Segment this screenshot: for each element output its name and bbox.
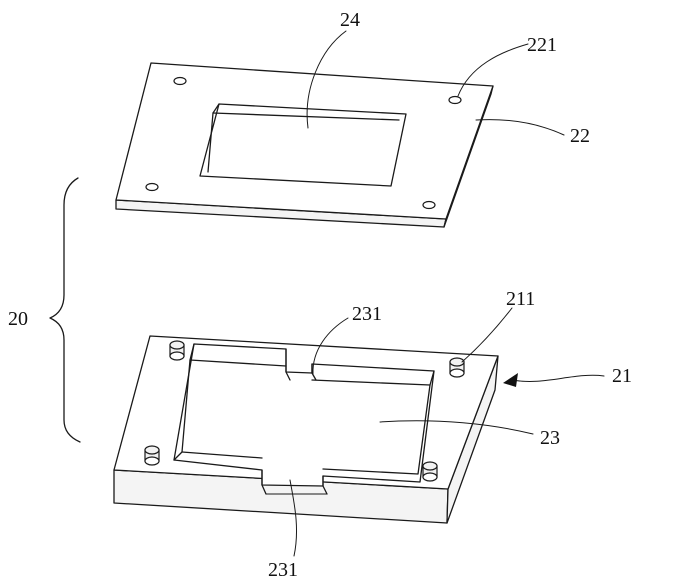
upper-hole-front-left bbox=[145, 182, 159, 192]
upper-plate bbox=[115, 62, 494, 228]
leader-221 bbox=[457, 43, 529, 97]
label-23: 23 bbox=[540, 427, 560, 449]
leader-231-bottom bbox=[289, 479, 298, 557]
label-221: 221 bbox=[527, 34, 557, 56]
label-21: 21 bbox=[612, 365, 632, 387]
label-211: 211 bbox=[506, 288, 535, 310]
leader-22 bbox=[475, 119, 565, 136]
pin-front-left bbox=[144, 445, 160, 466]
leader-lines bbox=[289, 30, 605, 557]
arrow-21-head bbox=[503, 373, 518, 387]
upper-hole-back-left bbox=[173, 76, 187, 86]
pin-front-right bbox=[422, 461, 438, 482]
label-22: 22 bbox=[570, 125, 590, 147]
cavity bbox=[173, 343, 435, 495]
assembly-brace bbox=[49, 177, 81, 443]
upper-hole-back-right bbox=[448, 95, 462, 105]
upper-hole-front-right bbox=[422, 200, 436, 210]
leader-23 bbox=[379, 420, 534, 435]
pin-back-left bbox=[169, 340, 185, 361]
leader-211 bbox=[461, 307, 513, 363]
leader-231-top bbox=[312, 317, 349, 375]
label-231-top: 231 bbox=[352, 303, 382, 325]
lower-plate bbox=[113, 335, 499, 524]
leader-24 bbox=[306, 30, 347, 129]
label-231-bottom: 231 bbox=[268, 559, 298, 581]
arrow-21-shaft bbox=[512, 374, 605, 383]
window-opening bbox=[199, 103, 407, 187]
label-20: 20 bbox=[8, 308, 28, 330]
label-24: 24 bbox=[340, 9, 360, 31]
pin-back-right bbox=[449, 357, 465, 378]
